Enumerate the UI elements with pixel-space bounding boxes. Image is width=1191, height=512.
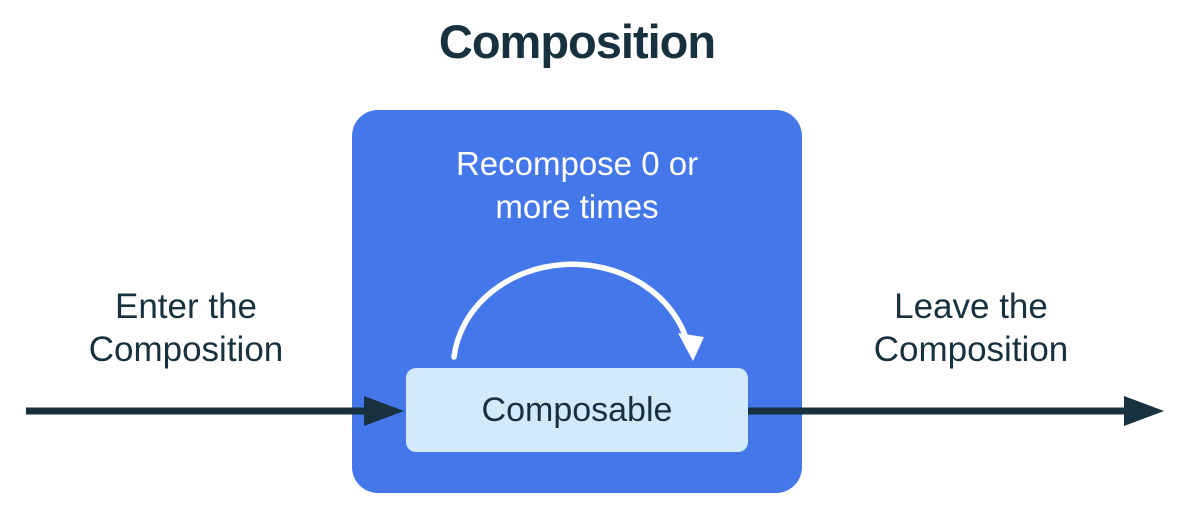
enter-label-line1: Enter the: [114, 287, 258, 326]
diagram-title: Composition: [438, 15, 716, 68]
enter-label-line2: Composition: [88, 330, 284, 369]
leave-arrow: [748, 396, 1164, 426]
recompose-label: Recompose 0 or more times: [352, 142, 802, 228]
recompose-label-line1: Recompose 0 or: [455, 145, 699, 182]
enter-arrow: [26, 396, 404, 426]
leave-label-line2: Composition: [873, 330, 1069, 369]
leave-label-line1: Leave the: [894, 287, 1048, 326]
leave-arrowhead-icon: [1124, 396, 1164, 426]
composable-node: Composable: [406, 368, 748, 452]
composable-label: Composable: [481, 390, 673, 429]
recompose-label-line2: more times: [495, 188, 659, 225]
enter-composition-label: Enter the Composition: [10, 285, 362, 371]
leave-composition-label: Leave the Composition: [795, 285, 1147, 371]
